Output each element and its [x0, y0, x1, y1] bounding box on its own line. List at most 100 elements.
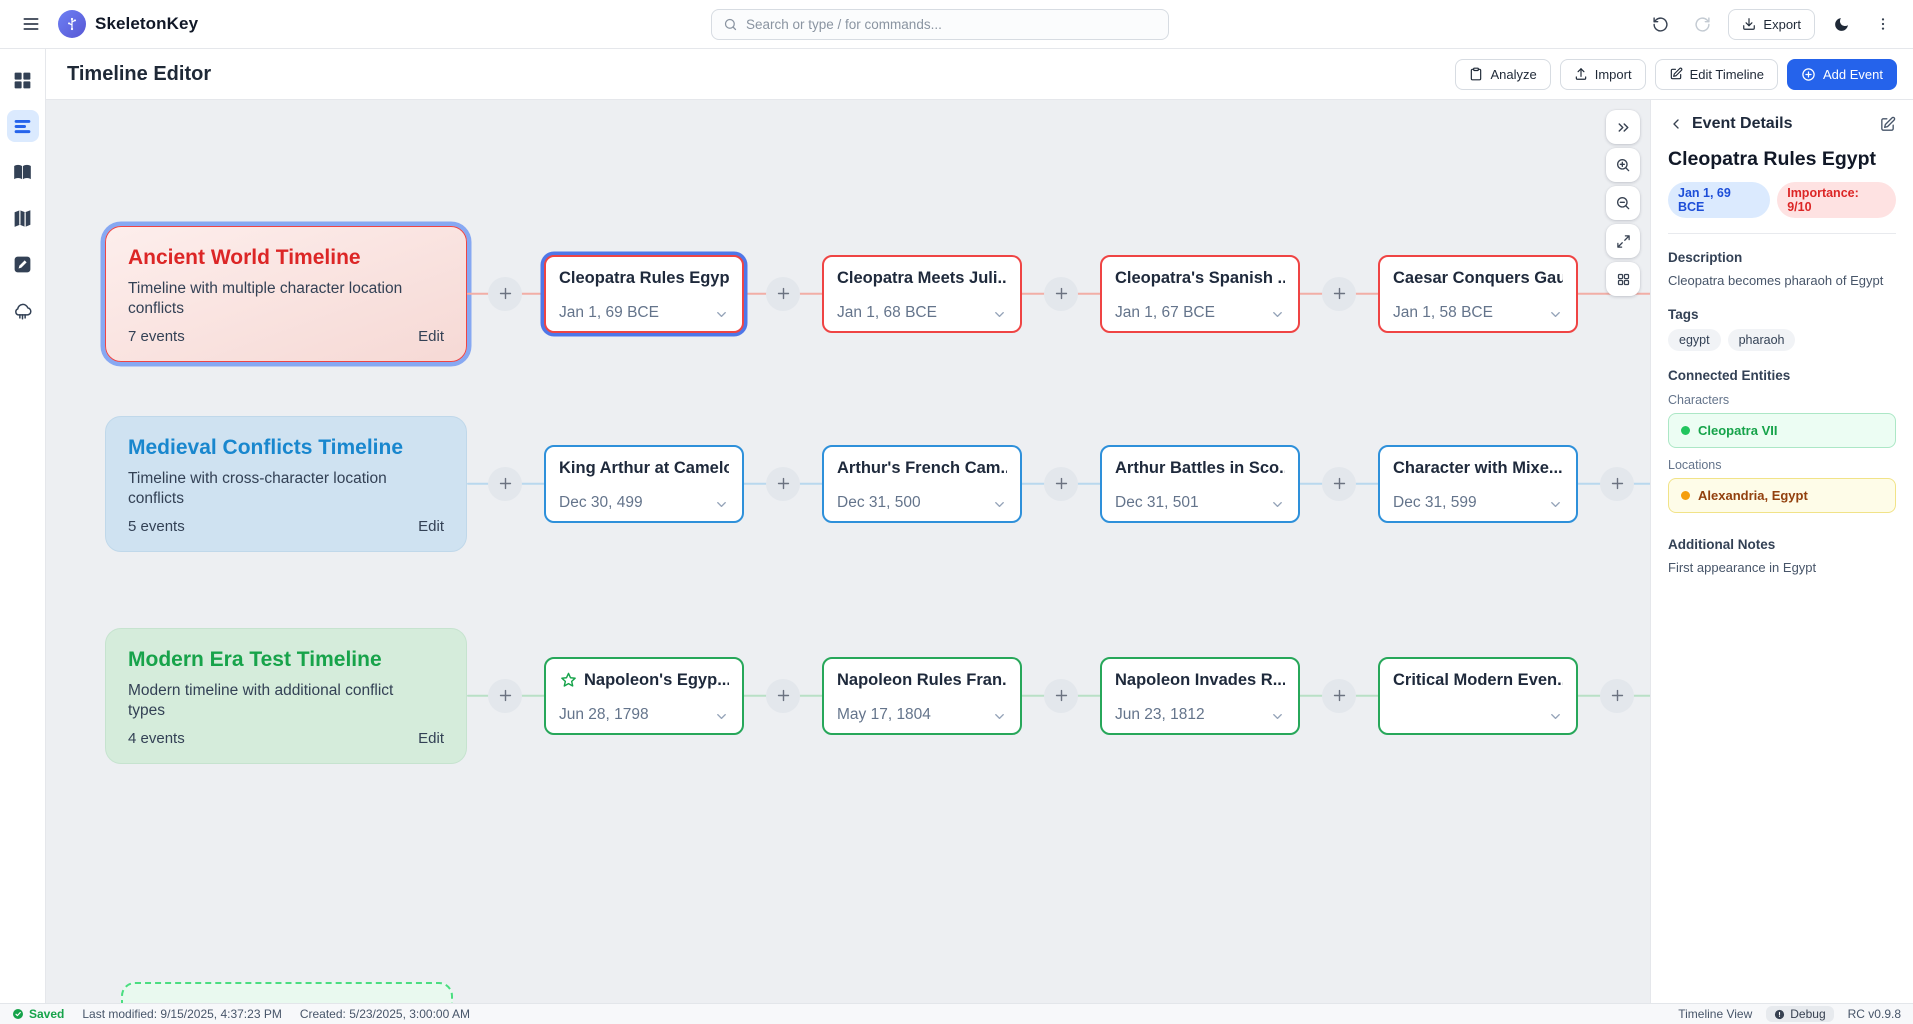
- fit-view-button[interactable]: [1606, 224, 1640, 258]
- event-title: Caesar Conquers Gaul: [1393, 268, 1563, 287]
- brand-name: SkeletonKey: [95, 14, 199, 33]
- new-timeline-placeholder[interactable]: [121, 982, 453, 1003]
- characters-label: Characters: [1668, 393, 1730, 408]
- canvas-toolbar: [1606, 110, 1640, 298]
- event-card[interactable]: Napoleon's Egyp...Jun 28, 1798: [544, 656, 744, 735]
- event-card[interactable]: Character with Mixe...Dec 31, 599: [1378, 444, 1578, 523]
- back-chevron-icon[interactable]: [1668, 116, 1684, 132]
- chevron-down-icon[interactable]: [992, 497, 1007, 512]
- chevron-down-icon[interactable]: [1548, 709, 1563, 724]
- add-event-between-button[interactable]: [1044, 678, 1078, 713]
- add-event-between-button[interactable]: [766, 466, 800, 501]
- add-event-between-button[interactable]: [1044, 276, 1078, 311]
- chevrons-right-icon: [1618, 122, 1628, 132]
- search-icon: [723, 17, 738, 32]
- add-event-between-button[interactable]: [488, 466, 522, 501]
- event-card[interactable]: Napoleon Rules Fran...May 17, 1804: [822, 656, 1022, 735]
- description-label: Description: [1668, 250, 1743, 265]
- event-card[interactable]: Arthur Battles in Sco...Dec 31, 501: [1100, 444, 1300, 523]
- undo-button[interactable]: [1644, 8, 1676, 40]
- debug-badge[interactable]: Debug: [1766, 1006, 1834, 1022]
- event-title: Arthur Battles in Sco...: [1115, 458, 1285, 477]
- timeline-event-count: 7 events: [128, 327, 185, 345]
- import-button[interactable]: Import: [1559, 58, 1646, 90]
- export-icon: [1742, 17, 1756, 31]
- event-card[interactable]: Arthur's French Cam...Dec 31, 500: [822, 444, 1022, 523]
- timeline-edit-button[interactable]: Edit: [418, 327, 444, 345]
- chevron-down-icon[interactable]: [1548, 497, 1563, 512]
- edit-timeline-button[interactable]: Edit Timeline: [1654, 58, 1778, 90]
- sidebar-item-map[interactable]: [7, 202, 39, 234]
- timeline-description: Timeline with cross-character location c…: [128, 470, 387, 508]
- sidebar-item-timelines[interactable]: [6, 110, 39, 142]
- add-event-between-button[interactable]: [488, 678, 522, 713]
- chevron-down-icon[interactable]: [714, 709, 729, 724]
- version-text: RC v0.9.8: [1847, 1007, 1901, 1021]
- add-event-between-button[interactable]: [1044, 466, 1078, 501]
- dashboard-grid-icon: [14, 72, 31, 88]
- page-header: Timeline Editor Analyze Import Edit Time…: [46, 49, 1913, 100]
- timeline-edit-button[interactable]: Edit: [418, 729, 444, 747]
- sidebar-item-mindmap[interactable]: [7, 294, 39, 326]
- add-event-between-button[interactable]: [1600, 678, 1634, 713]
- kebab-menu-icon[interactable]: [1867, 8, 1899, 40]
- export-button[interactable]: Export: [1728, 8, 1815, 40]
- chevron-down-icon[interactable]: [1548, 307, 1563, 322]
- dark-mode-toggle[interactable]: [1825, 8, 1857, 40]
- edit-event-icon[interactable]: [1879, 116, 1896, 133]
- sidebar-item-notes[interactable]: [7, 248, 39, 280]
- add-event-between-button[interactable]: [1322, 678, 1356, 713]
- tag-chip[interactable]: pharaoh: [1727, 329, 1796, 352]
- brand[interactable]: SkeletonKey: [58, 10, 198, 38]
- add-event-between-button[interactable]: [488, 276, 522, 311]
- add-event-button[interactable]: Add Event: [1787, 58, 1897, 90]
- hamburger-menu-icon[interactable]: [14, 7, 48, 41]
- event-card[interactable]: Critical Modern Even...: [1378, 656, 1578, 735]
- chevron-down-icon[interactable]: [714, 497, 729, 512]
- collapse-panel-button[interactable]: [1606, 110, 1640, 144]
- event-title: Napoleon's Egyp...: [559, 671, 729, 690]
- character-entity[interactable]: Cleopatra VII: [1668, 413, 1896, 449]
- add-event-between-button[interactable]: [766, 678, 800, 713]
- search-input[interactable]: [746, 17, 1157, 32]
- chevron-down-icon[interactable]: [1270, 709, 1285, 724]
- add-event-between-button[interactable]: [1322, 466, 1356, 501]
- sidebar-item-dashboard[interactable]: [7, 64, 39, 96]
- locations-label: Locations: [1668, 458, 1722, 473]
- analyze-button[interactable]: Analyze: [1455, 58, 1551, 90]
- zoom-in-button[interactable]: [1606, 148, 1640, 182]
- event-card[interactable]: Cleopatra's Spanish ...Jan 1, 67 BCE: [1100, 254, 1300, 333]
- chevron-down-icon[interactable]: [1270, 307, 1285, 322]
- zoom-out-button[interactable]: [1606, 186, 1640, 220]
- add-event-between-button[interactable]: [766, 276, 800, 311]
- chevron-down-icon[interactable]: [992, 307, 1007, 322]
- search-box[interactable]: [711, 9, 1169, 40]
- chevron-down-icon[interactable]: [714, 307, 729, 322]
- event-date-badge: Jan 1, 69 BCE: [1668, 182, 1771, 218]
- add-event-between-button[interactable]: [1322, 276, 1356, 311]
- notes-label: Additional Notes: [1668, 537, 1776, 553]
- plus-circle-icon: [1801, 67, 1816, 82]
- event-title: Critical Modern Even...: [1393, 670, 1563, 689]
- chevron-down-icon[interactable]: [1270, 497, 1285, 512]
- sidebar-item-library[interactable]: [7, 156, 39, 188]
- tag-chip[interactable]: egypt: [1668, 329, 1721, 352]
- event-date: Jun 23, 1812: [1115, 705, 1205, 723]
- expand-icon: [1616, 234, 1630, 248]
- add-event-between-button[interactable]: [1600, 466, 1634, 501]
- timeline-edit-button[interactable]: Edit: [418, 517, 444, 535]
- redo-button[interactable]: [1686, 8, 1718, 40]
- event-card[interactable]: Cleopatra Meets Juli...Jan 1, 68 BCE: [822, 254, 1022, 333]
- chevron-down-icon[interactable]: [992, 709, 1007, 724]
- layout-grid-button[interactable]: [1606, 262, 1640, 296]
- event-card[interactable]: Napoleon Invades R...Jun 23, 1812: [1100, 656, 1300, 735]
- location-entity[interactable]: Alexandria, Egypt: [1668, 478, 1896, 514]
